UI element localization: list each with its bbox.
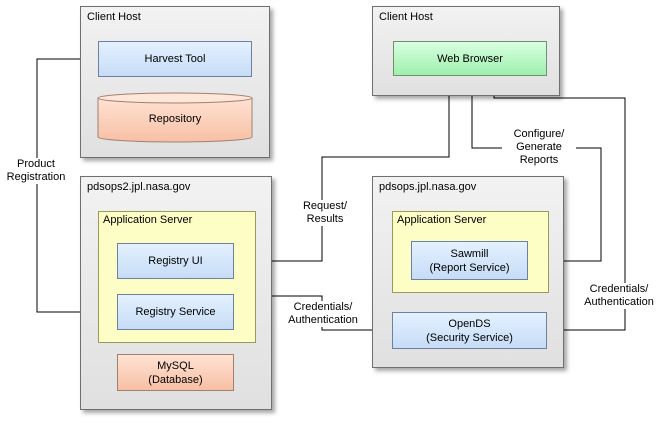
host-title: pdsops2.jpl.nasa.gov — [87, 181, 191, 193]
request-results-line — [235, 77, 453, 265]
app-server-title: Application Server — [397, 214, 487, 226]
request-results-label: Request/ Results — [290, 200, 360, 226]
credentials-left-label: Credentials/ Authentication — [278, 301, 368, 327]
product-registration-line — [36, 58, 116, 316]
configure-reports-line — [468, 77, 602, 265]
opends-label: OpenDS (Security Service) — [426, 317, 513, 344]
repository-box[interactable]: Repository — [98, 104, 252, 134]
opends-box[interactable]: OpenDS (Security Service) — [392, 312, 547, 349]
host-title: pdsops.jpl.nasa.gov — [379, 181, 477, 193]
registry-service-label: Registry Service — [135, 306, 216, 318]
harvest-tool-label: Harvest Tool — [144, 53, 206, 65]
repository-label: Repository — [148, 113, 202, 125]
mysql-label: MySQL (Database) — [148, 359, 203, 386]
registry-ui-label: Registry UI — [148, 255, 203, 267]
host-title: Client Host — [379, 11, 433, 23]
sawmill-label: Sawmill (Report Service) — [429, 247, 510, 274]
registry-service-box[interactable]: Registry Service — [117, 294, 234, 330]
mysql-box[interactable]: MySQL (Database) — [117, 354, 234, 391]
product-registration-label: Product Registration — [0, 158, 72, 184]
configure-reports-label: Configure/ Generate Reports — [502, 128, 576, 167]
web-browser-box[interactable]: Web Browser — [393, 41, 547, 76]
registry-ui-box[interactable]: Registry UI — [117, 243, 234, 279]
harvest-tool-box[interactable]: Harvest Tool — [98, 41, 252, 77]
host-title: Client Host — [87, 11, 141, 23]
app-server-title: Application Server — [103, 214, 193, 226]
sawmill-box[interactable]: Sawmill (Report Service) — [411, 241, 528, 280]
credentials-right-label: Credentials/ Authentication — [576, 283, 662, 309]
web-browser-label: Web Browser — [437, 52, 503, 65]
repository-cylinder-icon — [97, 92, 253, 143]
